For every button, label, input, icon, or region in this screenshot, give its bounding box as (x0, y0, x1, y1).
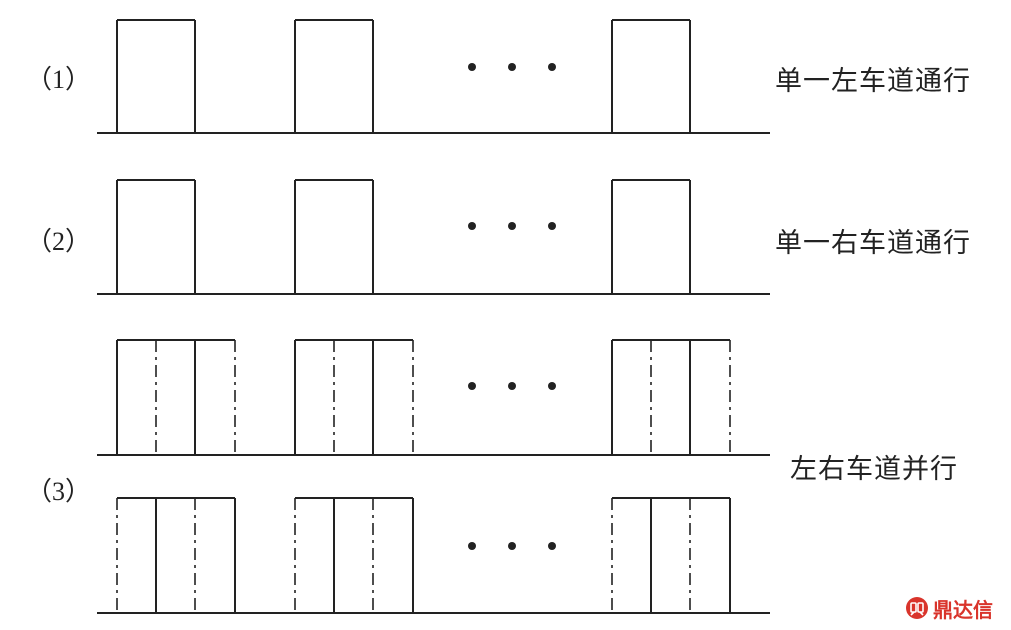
row1-dot-1 (468, 63, 476, 71)
row1-dot-3 (548, 63, 556, 71)
mode-label-left-lane: 单一左车道通行 (775, 66, 971, 97)
diagram-lines (97, 19, 770, 614)
mode-label-right-lane: 单一右车道通行 (775, 228, 971, 259)
ellipsis-dots (468, 63, 556, 550)
row3a-dot-1 (468, 382, 476, 390)
case-label-3: （3） (26, 477, 91, 506)
row3a-dot-2 (508, 382, 516, 390)
row2-dot-2 (508, 222, 516, 230)
watermark-text: 鼎达信 (933, 597, 993, 622)
row1-dot-2 (508, 63, 516, 71)
row2-dot-3 (548, 222, 556, 230)
row3b-dot-3 (548, 542, 556, 550)
case-label-1: （1） (26, 65, 91, 94)
row2-dot-1 (468, 222, 476, 230)
logo-mark-icon (906, 597, 928, 619)
mode-label-parallel: 左右车道并行 (790, 454, 958, 485)
row3b-dot-1 (468, 542, 476, 550)
row3a-dot-3 (548, 382, 556, 390)
watermark-logo: 鼎达信 (905, 594, 993, 622)
row3b-dot-2 (508, 542, 516, 550)
case-label-2: （2） (26, 227, 91, 256)
